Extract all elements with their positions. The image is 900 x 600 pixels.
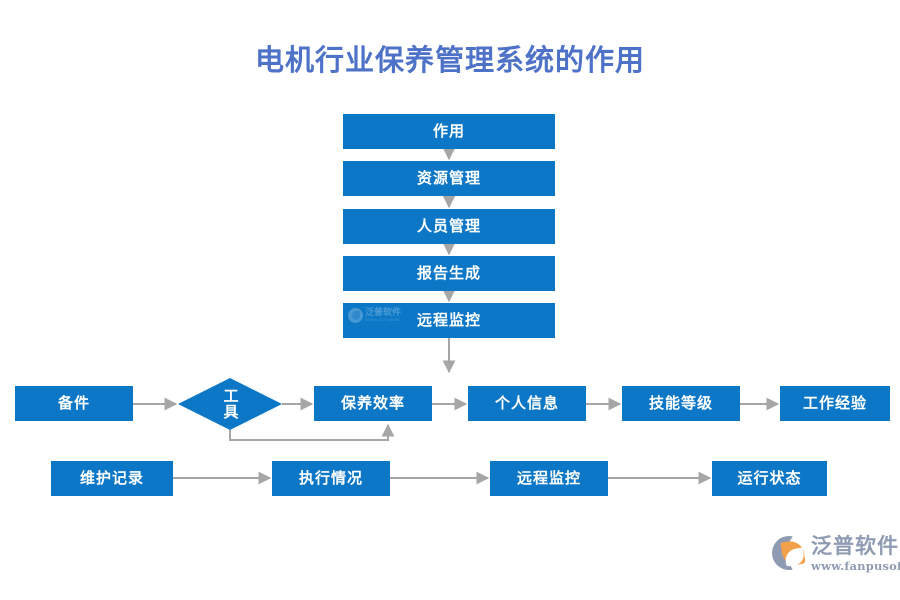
node-baogao-shengcheng[interactable]: 报告生成 bbox=[343, 256, 555, 291]
node-weihu-jilu[interactable]: 维护记录 bbox=[51, 461, 173, 496]
node-yunxing-zhuangtai[interactable]: 运行状态 bbox=[712, 461, 827, 496]
node-yuancheng-jiankong-top[interactable]: 远程监控 bbox=[343, 303, 555, 338]
page-title: 电机行业保养管理系统的作用 bbox=[254, 43, 645, 77]
fanpu-logo-icon bbox=[772, 536, 806, 570]
node-zuoyong[interactable]: 作用 bbox=[343, 114, 555, 149]
node-gongju-label: 工具 bbox=[221, 388, 240, 420]
logo-url: www.fanpusoft.com bbox=[811, 559, 900, 573]
node-jineng-dengji[interactable]: 技能等级 bbox=[622, 386, 740, 421]
node-gongzuo-jingyan[interactable]: 工作经验 bbox=[780, 386, 890, 421]
node-ziyuan-guanli[interactable]: 资源管理 bbox=[343, 161, 555, 196]
node-geren-xinxi[interactable]: 个人信息 bbox=[468, 386, 586, 421]
node-yuancheng-jiankong-bottom[interactable]: 远程监控 bbox=[490, 461, 608, 496]
logo-brand-cn: 泛普软件 bbox=[811, 534, 899, 558]
brand-logo: 泛普软件 www.fanpusoft.com bbox=[772, 534, 900, 586]
node-baoyang-xiaolv[interactable]: 保养效率 bbox=[314, 386, 432, 421]
node-beijian[interactable]: 备件 bbox=[15, 386, 133, 421]
node-zhixing-qingkuang[interactable]: 执行情况 bbox=[272, 461, 390, 496]
node-renyuan-guanli[interactable]: 人员管理 bbox=[343, 209, 555, 244]
node-gongju-diamond[interactable]: 工具 bbox=[178, 378, 282, 430]
